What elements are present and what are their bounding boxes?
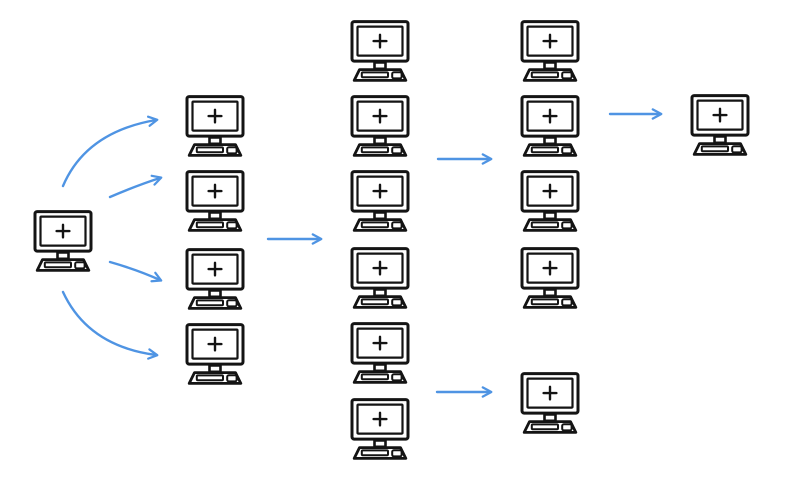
computer-plus-icon-stage-3-2 (350, 95, 410, 157)
computer-plus-icon-stage-2-4 (185, 323, 245, 385)
fanout-arrow-4 (61, 290, 159, 360)
computer-plus-icon-stage-3-6 (350, 398, 410, 460)
computer-plus-icon-stage-3-1 (350, 20, 410, 82)
fanout-arrow-2 (108, 174, 163, 199)
computer-plus-icon-stage-3-5 (350, 322, 410, 384)
computer-plus-icon-sink-1 (690, 94, 750, 156)
arrows-layer (61, 108, 663, 398)
computer-plus-icon-stage-4-1 (520, 20, 580, 82)
computer-plus-icon-stage-4-2 (520, 95, 580, 157)
computer-plus-icon-stage-3-4 (350, 247, 410, 309)
computer-plus-icon-stage-2-1 (185, 95, 245, 157)
computer-plus-icon-stage-4-4 (520, 247, 580, 309)
nodes-layer (33, 20, 750, 460)
computer-plus-icon-stage-2-2 (185, 170, 245, 232)
computer-plus-icon-stage-4-3 (520, 170, 580, 232)
fanout-arrow-3 (108, 260, 163, 283)
computer-plus-icon-stage-4-5 (520, 372, 580, 434)
computer-plus-icon-source-1 (33, 210, 93, 272)
fanout-arrow-1 (61, 115, 159, 188)
computer-plus-icon-stage-2-3 (185, 248, 245, 310)
computer-plus-icon-stage-3-3 (350, 170, 410, 232)
